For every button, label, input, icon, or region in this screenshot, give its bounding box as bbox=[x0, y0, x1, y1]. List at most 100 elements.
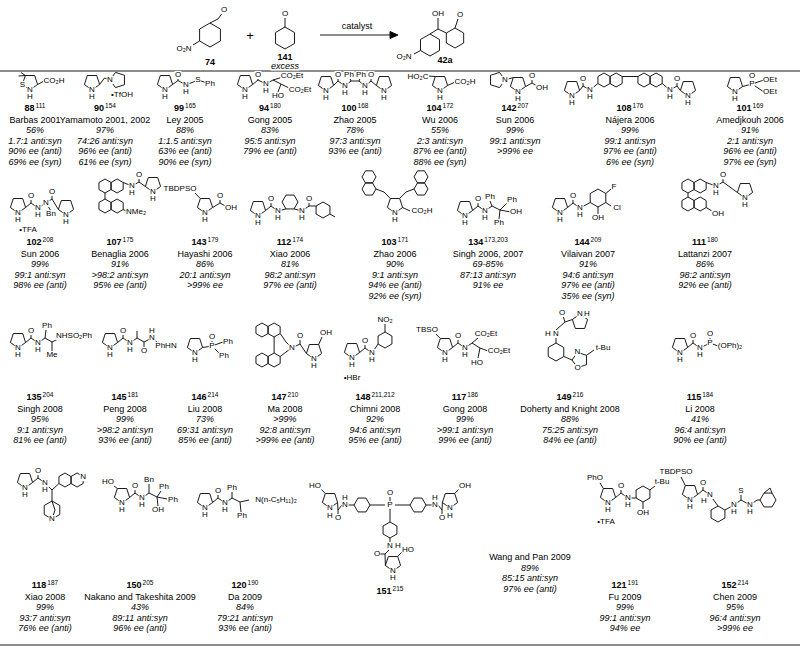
caption-block: 134173,203Singh 2006, 200769-85%87:13 an… bbox=[453, 237, 524, 291]
ring-bond bbox=[682, 197, 694, 211]
author-year: Lattanzi 2007 bbox=[678, 249, 732, 260]
atom-label: OH bbox=[152, 506, 165, 514]
bond-line bbox=[274, 337, 275, 353]
result-value: 99% bbox=[97, 414, 153, 425]
compound-number: 151 bbox=[377, 586, 392, 596]
bond-line bbox=[240, 502, 241, 512]
bond-line bbox=[472, 338, 478, 343]
result-value: >98:2 anti:syn bbox=[91, 270, 149, 281]
author-year: Li 2008 bbox=[673, 404, 727, 415]
result-value: 91% ee bbox=[453, 280, 524, 291]
compound-line: 143179 bbox=[177, 237, 232, 249]
atom-label: H bbox=[362, 89, 369, 97]
caption-block: 90154Yamamoto 2001, 200297%74:26 anti:sy… bbox=[60, 103, 150, 167]
result-value: 9:1 anti:syn bbox=[368, 270, 422, 281]
result-value: >99% ee (anti) bbox=[256, 435, 315, 446]
result-value: 96% ee (anti) bbox=[60, 146, 150, 157]
ring-bond bbox=[111, 199, 123, 213]
compound-number: 42a bbox=[437, 56, 453, 65]
result-value: 92:8 anti:syn bbox=[256, 425, 315, 436]
bond-line bbox=[376, 189, 390, 199]
compound-number: 103 bbox=[382, 237, 397, 247]
result-value: 87:13 anti:syn bbox=[453, 270, 524, 281]
result-value: 84% bbox=[217, 602, 273, 613]
ring-bond bbox=[590, 189, 606, 207]
bond-line bbox=[348, 505, 354, 506]
atom-label: HO bbox=[402, 546, 415, 554]
result-value: 9:1 anti:syn bbox=[13, 425, 67, 436]
atom-label: HO bbox=[309, 482, 322, 490]
atom-label: t-Bu bbox=[595, 344, 611, 352]
result-value: 98:2 anti:syn bbox=[263, 270, 317, 281]
compound-line: 120190 bbox=[217, 580, 273, 592]
reference-number: 171 bbox=[398, 236, 409, 243]
atom-label: H bbox=[35, 346, 42, 354]
atom-label: HO bbox=[471, 359, 484, 367]
compound-number: 135 bbox=[27, 392, 42, 402]
atom-label: H bbox=[275, 214, 282, 222]
compound-line: 100168 bbox=[328, 103, 382, 115]
atom-label: O bbox=[334, 514, 341, 522]
result-value: 88% ee (syn) bbox=[413, 157, 467, 168]
result-value: >99% bbox=[256, 414, 315, 425]
atom-label: CO₂Et bbox=[280, 72, 304, 80]
ring-bond bbox=[256, 323, 268, 337]
result-value: 99% ee (anti) bbox=[437, 435, 493, 446]
caption-block: 103171Zhao 200690%9:1 anti:syn94% ee (an… bbox=[368, 237, 422, 301]
atom-label: O bbox=[34, 467, 41, 475]
compound-number: 145 bbox=[112, 392, 127, 402]
bond-line bbox=[442, 503, 443, 511]
compound-line: 103171 bbox=[368, 237, 422, 249]
atom-label: H bbox=[42, 486, 49, 494]
bond-line bbox=[556, 338, 557, 343]
ring-bond bbox=[354, 498, 370, 512]
atom-label: H bbox=[577, 211, 584, 219]
ring-bond bbox=[268, 353, 280, 367]
author-year: Amedjkouh 2006 bbox=[716, 115, 784, 126]
atom-label: P bbox=[209, 342, 215, 350]
ring-bond bbox=[200, 23, 221, 47]
bond-line bbox=[320, 35, 392, 36]
compound-line: 102208 bbox=[13, 237, 67, 249]
atom-label: H bbox=[222, 506, 229, 514]
atom-label: H bbox=[442, 356, 449, 364]
bond-line bbox=[499, 210, 500, 219]
atom-label: H bbox=[22, 491, 29, 499]
atom-label: O bbox=[216, 192, 223, 200]
atom-label: O bbox=[220, 6, 227, 14]
atom-label: O bbox=[254, 71, 261, 79]
ring-bond bbox=[256, 353, 268, 367]
result-value: 86% bbox=[177, 259, 232, 270]
reference-number: 211,212 bbox=[372, 391, 395, 398]
ring-bond bbox=[414, 183, 428, 195]
compound-number: 147 bbox=[272, 392, 287, 402]
atom-label: N bbox=[107, 76, 114, 84]
reference-number: 154 bbox=[105, 102, 116, 109]
atom-label: N bbox=[49, 515, 56, 523]
result-value: 1.7:1 anti:syn bbox=[8, 136, 62, 147]
atom-label: N bbox=[342, 501, 349, 509]
atom-label: O bbox=[454, 332, 461, 340]
atom-label: N bbox=[447, 504, 454, 512]
result-value: 69% ee (syn) bbox=[8, 157, 62, 168]
author-year: Xiao 2008 bbox=[18, 592, 72, 603]
ring-bond bbox=[282, 195, 298, 209]
bond-line bbox=[403, 208, 410, 212]
result-value: 1:1.5 anti:syn bbox=[158, 136, 212, 147]
result-value: >99% ee bbox=[709, 623, 760, 634]
atom-label: HO bbox=[102, 478, 115, 486]
atom-label: F bbox=[611, 183, 617, 191]
atom-label: CO₂H bbox=[411, 207, 433, 215]
atom-label: H bbox=[584, 310, 591, 318]
result-value: 92% ee (anti) bbox=[678, 280, 732, 291]
caption-block: 99165Ley 200588%1:1.5 anti:syn63% ee (an… bbox=[158, 103, 212, 167]
compound-number: 150 bbox=[127, 580, 142, 590]
atom-label: PhO bbox=[586, 474, 603, 482]
ring-bond bbox=[59, 473, 71, 487]
caption-block: 88111Barbas 200156%1.7:1 anti:syn90% ee … bbox=[8, 103, 62, 167]
compound-number: 144 bbox=[575, 237, 590, 247]
compound-line: 149216 bbox=[520, 392, 620, 404]
reference-number: 190 bbox=[248, 579, 259, 586]
caption-block: 145181Peng 200899%>98:2 anti:syn93% ee (… bbox=[97, 392, 153, 446]
atom-label: H bbox=[381, 94, 388, 102]
